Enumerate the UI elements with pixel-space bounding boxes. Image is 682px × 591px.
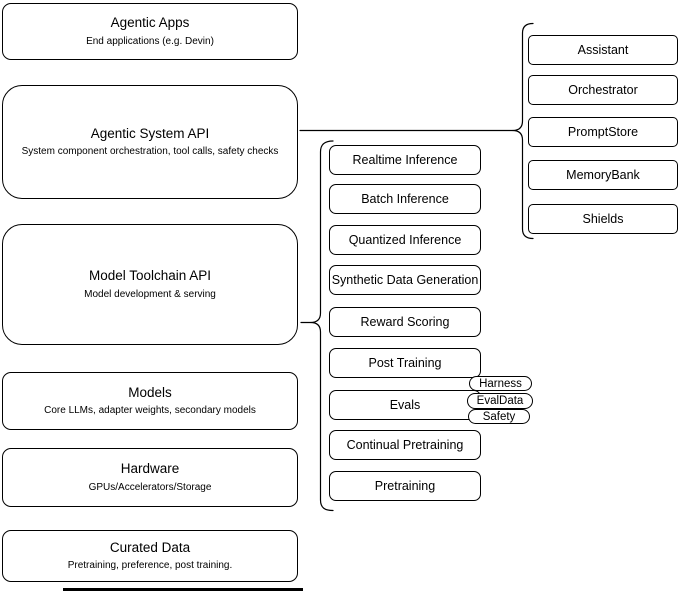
node-label: Pretraining (374, 479, 436, 493)
node-label: Quantized Inference (348, 233, 462, 247)
node-label: Shields (582, 212, 624, 226)
node-subtitle: End applications (e.g. Devin) (86, 35, 214, 47)
node-title: Model Toolchain API (88, 268, 212, 284)
node-subtitle: System component orchestration, tool cal… (21, 146, 279, 158)
node-synthetic-data-generation: Synthetic Data Generation (329, 265, 481, 295)
window-edge-strip (63, 588, 303, 591)
node-label: Orchestrator (568, 83, 638, 97)
node-subtitle: Model development & serving (84, 288, 216, 300)
node-subtitle: Core LLMs, adapter weights, secondary mo… (44, 405, 256, 417)
node-reward-scoring: Reward Scoring (329, 307, 481, 337)
node-hardware: Hardware GPUs/Accelerators/Storage (2, 448, 298, 507)
node-label: Assistant (577, 43, 629, 57)
node-label: MemoryBank (566, 168, 640, 182)
node-subtitle: GPUs/Accelerators/Storage (88, 481, 212, 493)
tag-label: Safety (482, 410, 516, 423)
node-quantized-inference: Quantized Inference (329, 225, 481, 255)
tag-harness: Harness (469, 376, 532, 391)
node-label: Evals (389, 398, 421, 412)
node-title: Agentic Apps (110, 15, 190, 31)
node-continual-pretraining: Continual Pretraining (329, 430, 481, 460)
node-title: Agentic System API (90, 125, 210, 141)
node-title: Curated Data (109, 539, 191, 555)
node-agentic-system-api: Agentic System API System component orch… (2, 85, 298, 199)
node-label: Post Training (368, 356, 442, 370)
node-memorybank: MemoryBank (528, 160, 678, 190)
node-pretraining: Pretraining (329, 471, 481, 501)
node-evals: Evals (329, 390, 481, 420)
node-agentic-apps: Agentic Apps End applications (e.g. Devi… (2, 3, 298, 60)
node-batch-inference: Batch Inference (329, 184, 481, 214)
node-label: Realtime Inference (352, 153, 458, 167)
node-curated-data: Curated Data Pretraining, preference, po… (2, 530, 298, 582)
node-label: Batch Inference (361, 192, 449, 206)
node-promptstore: PromptStore (528, 117, 678, 147)
node-title: Models (128, 384, 172, 400)
node-shields: Shields (528, 204, 678, 234)
node-label: Continual Pretraining (346, 438, 464, 452)
node-realtime-inference: Realtime Inference (329, 145, 481, 175)
node-subtitle: Pretraining, preference, post training. (67, 560, 233, 572)
node-assistant: Assistant (528, 35, 678, 65)
tag-evaldata: EvalData (467, 393, 533, 409)
tag-safety: Safety (468, 409, 530, 424)
tag-label: Harness (479, 377, 522, 390)
node-models: Models Core LLMs, adapter weights, secon… (2, 372, 298, 430)
node-post-training: Post Training (329, 348, 481, 378)
node-label: Reward Scoring (360, 315, 450, 329)
node-label: Synthetic Data Generation (331, 273, 479, 287)
tag-label: EvalData (476, 395, 524, 407)
node-label: PromptStore (567, 125, 639, 139)
node-model-toolchain-api: Model Toolchain API Model development & … (2, 224, 298, 345)
node-title: Hardware (120, 461, 180, 477)
node-orchestrator: Orchestrator (528, 75, 678, 105)
